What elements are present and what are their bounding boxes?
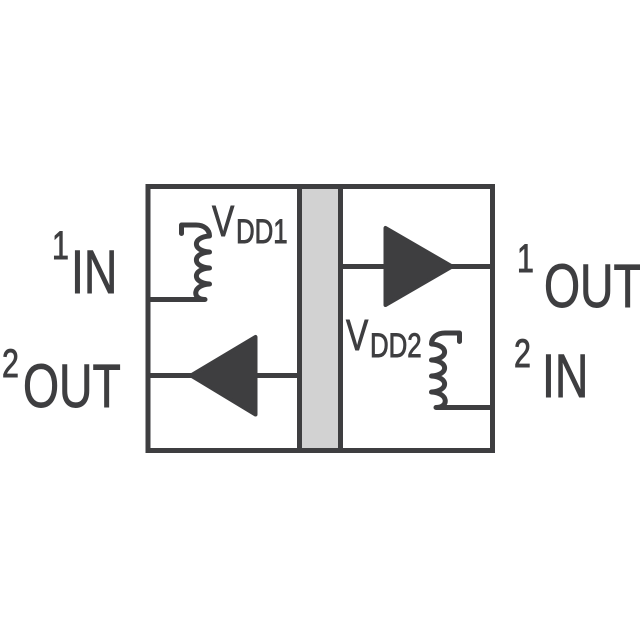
ch2-out-pin-label: OUT (23, 353, 121, 421)
labels-inner: 1 IN 2 OUT 1 OUT 2 IN V DD1 V DD2 (2, 197, 640, 421)
buffers (189, 226, 454, 417)
vdd2-label-base: V (346, 312, 368, 360)
ch2-buffer-icon (189, 335, 258, 417)
isolation-barrier-fill (297, 184, 343, 453)
labels: 1 IN 2 OUT 1 OUT 2 IN V DD1 V DD2 (2, 197, 640, 421)
ch2-out-channel-number: 2 (2, 341, 19, 386)
ch2-in-pin-label: IN (542, 343, 588, 411)
ch1-out-pin-label: OUT (544, 253, 640, 321)
ch1-out-channel-number: 1 (517, 236, 534, 281)
vdd1-label-subscript: DD1 (236, 214, 288, 251)
ch1-in-channel-number: 1 (52, 223, 69, 268)
package-outline (145, 184, 495, 453)
vdd2-coil-icon (429, 330, 495, 410)
ch1-in-pin-label: IN (71, 239, 117, 307)
vdd1-coil-icon (145, 222, 212, 302)
ch2-in-channel-number: 2 (514, 331, 531, 376)
ch1-buffer-icon (383, 226, 454, 307)
vdd1-label-base: V (212, 198, 234, 246)
vdd2-label-subscript: DD2 (370, 328, 422, 365)
line-art (145, 184, 495, 453)
